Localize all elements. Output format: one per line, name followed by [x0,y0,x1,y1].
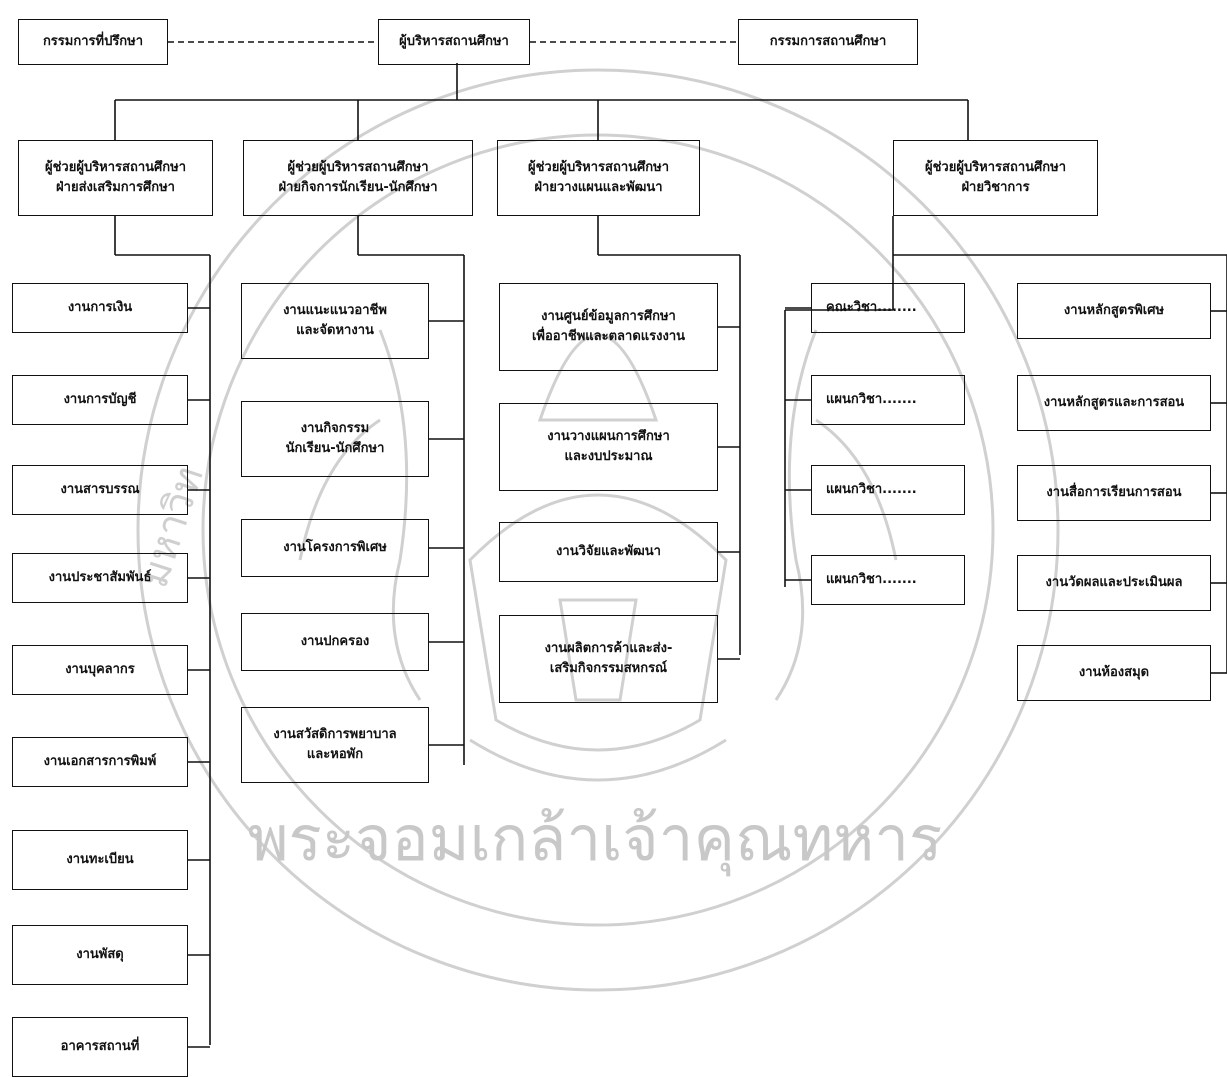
unit-label: งานวางแผนการศึกษา [547,428,670,444]
deputy-division: ฝ่ายส่งเสริมการศึกษา [56,180,175,195]
deputy-planning-box: ผู้ช่วยผู้บริหารสถานศึกษา ฝ่ายวางแผนและพ… [497,140,700,216]
unit-label: คณะวิชา........ [826,299,917,315]
academic-department-box: แผนกวิชา....... [811,555,965,605]
promotion-unit-box: งานการบัญชี [12,375,188,425]
unit-label: งานวิจัยและพัฒนา [556,543,661,559]
unit-label: แผนกวิชา....... [826,481,917,497]
unit-label: และหอพัก [306,747,364,762]
planning-unit-box: งานผลิตการค้าและส่ง- เสริมกิจกรรมสหกรณ์ [499,615,718,703]
advisory-committee-box: กรรมการที่ปรึกษา [18,19,168,65]
unit-label: งานประชาสัมพันธ์ [48,569,152,585]
unit-label: งานสารบรรณ [60,481,140,497]
school-committee-box: กรรมการสถานศึกษา [738,19,918,65]
school-committee-label: กรรมการสถานศึกษา [769,33,887,49]
promotion-unit-box: งานบุคลากร [12,645,188,695]
deputy-title: ผู้ช่วยผู้บริหารสถานศึกษา [924,159,1067,175]
unit-label: งานห้องสมุด [1078,664,1150,680]
unit-label: เสริมกิจกรรมสหกรณ์ [549,661,668,676]
academic-department-box: แผนกวิชา....... [811,375,965,425]
promotion-unit-box: งานทะเบียน [12,830,188,890]
student-unit-box: งานสวัสดิการพยาบาลและหอพัก [241,707,429,783]
student-unit-box: งานโครงการพิเศษ [241,519,429,577]
unit-label: นักเรียน-นักศึกษา [285,441,385,456]
unit-label: อาคารสถานที่ [60,1038,140,1054]
promotion-unit-box: งานสารบรรณ [12,465,188,515]
promotion-unit-box: งานพัสดุ [12,925,188,985]
unit-label: แผนกวิชา....... [826,571,917,587]
unit-label: งานแนะแนวอาชีพ [283,302,387,318]
academic-unit-box: งานสื่อการเรียนการสอน [1017,465,1211,521]
deputy-division: ฝ่ายวางแผนและพัฒนา [534,180,663,195]
student-unit-box: งานแนะแนวอาชีพและจัดหางาน [241,283,429,359]
promotion-unit-box: งานเอกสารการพิมพ์ [12,737,188,787]
academic-unit-box: งานหลักสูตรและการสอน [1017,375,1211,431]
unit-label: งานสื่อการเรียนการสอน [1046,484,1182,500]
student-unit-box: งานกิจกรรมนักเรียน-นักศึกษา [241,401,429,477]
academic-unit-box: งานหลักสูตรพิเศษ [1017,283,1211,339]
deputy-academic-box: ผู้ช่วยผู้บริหารสถานศึกษา ฝ่ายวิชาการ [893,140,1098,216]
unit-label: งานการเงิน [67,299,133,315]
deputy-title: ผู้ช่วยผู้บริหารสถานศึกษา [44,159,187,175]
unit-label: งานพัสดุ [76,946,124,962]
advisory-committee-label: กรรมการที่ปรึกษา [42,33,144,49]
deputy-title: ผู้ช่วยผู้บริหารสถานศึกษา [527,159,670,175]
academic-unit-box: งานห้องสมุด [1017,645,1211,701]
deputy-title: ผู้ช่วยผู้บริหารสถานศึกษา [287,159,429,175]
unit-label: แผนกวิชา....... [826,391,917,407]
unit-label: งานกิจกรรม [300,420,370,436]
unit-label: งานหลักสูตรพิเศษ [1063,302,1165,318]
academic-department-box: แผนกวิชา....... [811,465,965,515]
unit-label: งานหลักสูตรและการสอน [1043,394,1185,410]
planning-unit-box: งานวิจัยและพัฒนา [499,522,718,582]
unit-label: งานศูนย์ข้อมูลการศึกษา [541,308,676,324]
promotion-unit-box: อาคารสถานที่ [12,1017,188,1077]
unit-label: งานบุคลากร [65,661,135,677]
unit-label: งานสวัสดิการพยาบาล [273,726,397,742]
deputy-division: ฝ่ายวิชาการ [961,180,1030,195]
promotion-unit-box: งานการเงิน [12,283,188,333]
unit-label: งานผลิตการค้าและส่ง- [544,640,673,656]
unit-label: งานเอกสารการพิมพ์ [43,753,157,769]
planning-unit-box: งานวางแผนการศึกษาและงบประมาณ [499,403,718,491]
director-label: ผู้บริหารสถานศึกษา [399,33,509,49]
unit-label: และจัดหางาน [296,323,374,338]
unit-label: และงบประมาณ [564,449,653,464]
deputy-student-affairs-box: ผู้ช่วยผู้บริหารสถานศึกษา ฝ่ายกิจการนักเ… [243,140,473,216]
deputy-division: ฝ่ายกิจการนักเรียน-นักศึกษา [278,180,438,195]
unit-label: งานทะเบียน [66,851,134,867]
director-box: ผู้บริหารสถานศึกษา [378,19,530,65]
academic-department-box: คณะวิชา........ [811,283,965,333]
unit-label: งานปกครอง [300,633,370,649]
unit-label: เพื่ออาชีพและตลาดแรงงาน [531,329,686,344]
student-unit-box: งานปกครอง [241,613,429,671]
unit-label: งานวัดผลและประเมินผล [1045,574,1183,590]
unit-label: งานการบัญชี [63,391,137,407]
seal-text-bottom: พระจอมเกล้าเจ้าคุณทหาร [248,802,943,876]
planning-unit-box: งานศูนย์ข้อมูลการศึกษาเพื่ออาชีพและตลาดแ… [499,283,718,371]
promotion-unit-box: งานประชาสัมพันธ์ [12,553,188,603]
unit-label: งานโครงการพิเศษ [283,539,387,555]
academic-unit-box: งานวัดผลและประเมินผล [1017,555,1211,611]
deputy-promotion-box: ผู้ช่วยผู้บริหารสถานศึกษา ฝ่ายส่งเสริมกา… [18,140,213,216]
